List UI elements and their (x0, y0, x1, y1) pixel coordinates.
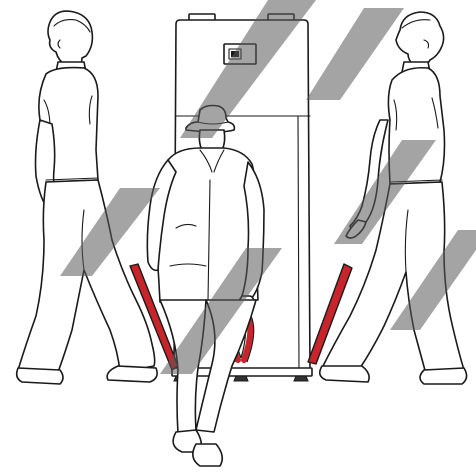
foot-right (294, 376, 308, 381)
foot-middle (234, 376, 248, 381)
